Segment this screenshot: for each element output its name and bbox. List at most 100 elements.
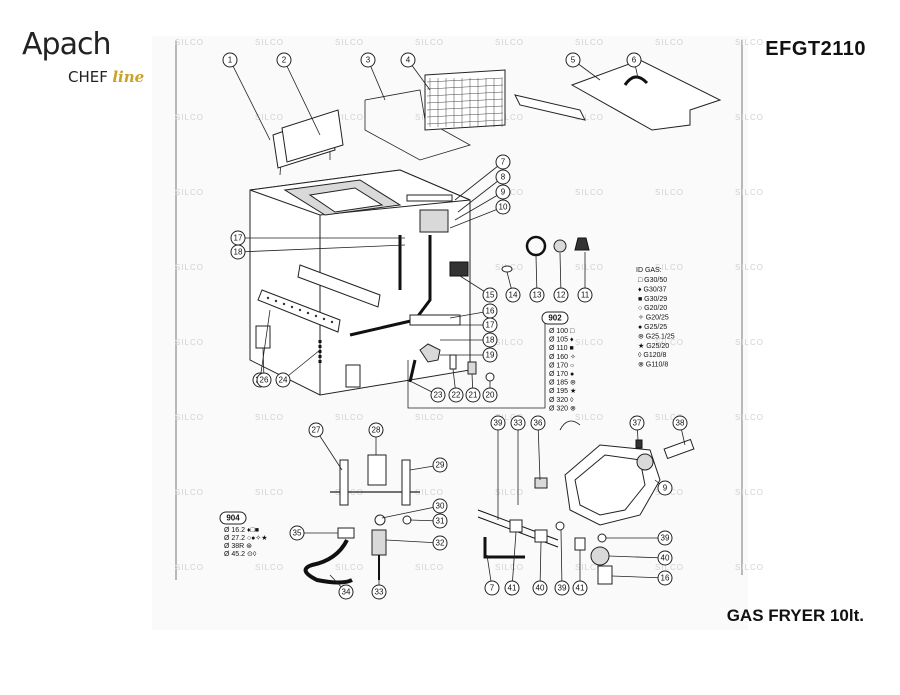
callout-number: 19 — [486, 351, 495, 360]
callout-leader-8 — [457, 176, 504, 213]
callout-circle — [657, 550, 673, 566]
callout-39: 39 — [554, 580, 570, 596]
watermark-text: SILCO — [415, 488, 444, 497]
callout-number: 38 — [676, 419, 685, 428]
burner-holes — [266, 296, 334, 324]
piezo-part-14 — [501, 265, 513, 273]
watermark-text: SILCO — [575, 113, 604, 122]
injector-902-rows: Ø 100 □Ø 105 ♦Ø 110 ■Ø 160 ✧Ø 170 ○Ø 170… — [549, 328, 576, 412]
injector-902-code: 902 — [548, 314, 562, 323]
callout-leader-41 — [511, 531, 517, 589]
callout-leader-16 — [611, 575, 666, 579]
id-gas-title: ID GAS: — [636, 267, 662, 274]
callout-31: 31 — [432, 513, 448, 529]
callout-13: 13 — [529, 287, 545, 303]
callout-39: 39 — [657, 530, 673, 546]
bracket-part-16 — [409, 314, 461, 326]
oring-part-39 — [597, 533, 607, 543]
callout-circle — [530, 415, 546, 431]
injector-902-row: Ø 110 ■ — [549, 345, 574, 352]
watermark-text: SILCO — [175, 563, 204, 572]
callout-circle — [360, 52, 376, 68]
callout-leader-39 — [560, 529, 563, 589]
basket-handle — [514, 94, 586, 121]
pilot-assembly — [303, 454, 420, 585]
injector-902-row: Ø 170 ○ — [549, 362, 574, 369]
callout-number: 16 — [661, 574, 670, 583]
callout-number: 7 — [490, 584, 495, 593]
side-panels — [272, 109, 344, 169]
callout-9: 9 — [495, 184, 511, 200]
callout-number: 7 — [501, 158, 506, 167]
pilot-tube-part-34 — [303, 539, 353, 585]
id-gas-row: ⊛ G25.1/25 — [638, 333, 675, 340]
callout-leader-40 — [539, 541, 542, 589]
callout-number: 41 — [576, 584, 585, 593]
injector-904-badge — [219, 511, 247, 525]
callout-circle — [495, 154, 511, 170]
callout-circle — [577, 287, 593, 303]
burner-foot-part-26 — [255, 325, 271, 349]
callout-circle — [554, 580, 570, 596]
brand-chef: CHEF — [68, 68, 108, 86]
callout-circle — [629, 415, 645, 431]
callout-leader-2 — [283, 59, 321, 136]
burner-hole — [274, 299, 278, 303]
injector-902-badge — [541, 311, 569, 325]
callout-19: 19 — [482, 347, 498, 363]
burner-foot-right — [345, 364, 361, 388]
watermark-text: SILCO — [175, 113, 204, 122]
callout-21: 21 — [465, 387, 481, 403]
callout-9: 9 — [657, 480, 673, 496]
callout-number: 36 — [534, 419, 543, 428]
watermark-text: SILCO — [575, 413, 604, 422]
callout-leader-9 — [454, 191, 504, 221]
callout-number: 32 — [436, 539, 445, 548]
model-code: EFGT2110 — [765, 38, 866, 60]
fitting-part-41b — [574, 537, 586, 551]
callout-number: 39 — [558, 584, 567, 593]
callout-39: 39 — [490, 415, 506, 431]
callout-circle — [657, 530, 673, 546]
connector-part-19 — [419, 343, 441, 363]
callout-circle — [482, 347, 498, 363]
callout-27: 27 — [308, 422, 324, 438]
callout-number: 9 — [663, 484, 668, 493]
callout-36: 36 — [530, 415, 546, 431]
watermark-text: SILCO — [575, 188, 604, 197]
callout-leader-25 — [259, 309, 271, 381]
callout-41: 41 — [504, 580, 520, 596]
injector-904-table: 904 Ø 16.2 ♦□■Ø 27.2 ○●✧★Ø 38R ⊛Ø 45.2 ⊙… — [219, 511, 268, 558]
valve-plate — [406, 194, 453, 202]
callout-24: 24 — [275, 372, 291, 388]
screw-part-37 — [635, 439, 643, 449]
watermark-text: SILCO — [495, 113, 524, 122]
callout-number: 30 — [436, 502, 445, 511]
callout-circle — [505, 287, 521, 303]
injector-902-bracket-line — [407, 315, 546, 409]
callout-12: 12 — [553, 287, 569, 303]
watermark-text: SILCO — [495, 38, 524, 47]
callout-14: 14 — [505, 287, 521, 303]
pilot-pipe-part-23 — [408, 359, 417, 383]
callout-35: 35 — [289, 525, 305, 541]
callout-number: 12 — [557, 291, 566, 300]
thermostat-part-15 — [449, 261, 469, 277]
callout-circle — [482, 387, 498, 403]
callout-number: 34 — [342, 588, 351, 597]
brand-name: Apach — [22, 27, 111, 62]
callout-number: 28 — [372, 426, 381, 435]
callout-20: 20 — [482, 387, 498, 403]
callout-leader-10 — [449, 206, 504, 229]
gas-pipe — [349, 235, 432, 337]
callout-circle — [432, 513, 448, 529]
callout-number: 9 — [501, 188, 506, 197]
watermark-text: SILCO — [255, 38, 284, 47]
callout-circle — [222, 52, 238, 68]
mesh-line — [426, 98, 504, 104]
injector-904-row: Ø 16.2 ♦□■ — [224, 527, 259, 534]
callout-18: 18 — [482, 332, 498, 348]
thermocouple-part-27 — [339, 459, 349, 506]
callout-number: 33 — [514, 419, 523, 428]
pilot-injector-part-32 — [371, 529, 387, 556]
